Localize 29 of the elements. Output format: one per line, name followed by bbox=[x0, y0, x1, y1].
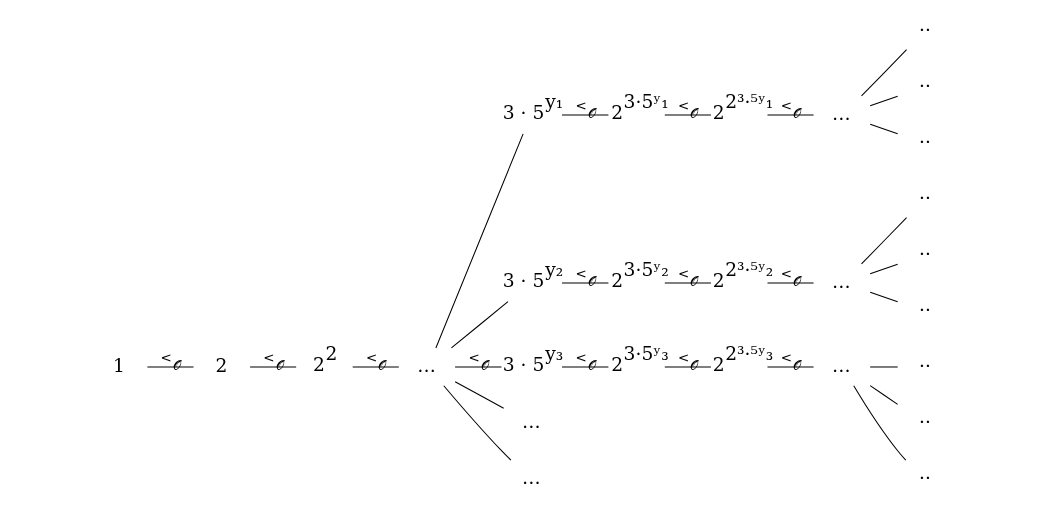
node-text: … bbox=[521, 410, 541, 432]
node-text: 2 bbox=[215, 354, 227, 376]
node-text: ·· bbox=[918, 74, 931, 96]
node-text: ·· bbox=[918, 186, 931, 208]
connector bbox=[450, 301, 508, 349]
node-text: … bbox=[831, 102, 851, 124]
connector bbox=[852, 385, 906, 461]
node-text: ·· bbox=[918, 242, 931, 264]
node-text: ·· bbox=[918, 130, 931, 152]
connector bbox=[860, 217, 907, 265]
node-text: ·· bbox=[918, 298, 931, 320]
connector bbox=[434, 133, 524, 349]
node-text: ·· bbox=[918, 410, 931, 432]
connector bbox=[454, 381, 504, 409]
node-text: … bbox=[831, 270, 851, 292]
node-text: ·· bbox=[918, 466, 931, 488]
node-text: ·· bbox=[918, 18, 931, 40]
connector bbox=[869, 123, 898, 135]
connector bbox=[860, 49, 907, 97]
node-text: ·· bbox=[918, 354, 931, 376]
connector bbox=[442, 385, 511, 461]
node-text: … bbox=[831, 354, 851, 376]
node-text: 1 bbox=[112, 354, 125, 376]
connector bbox=[869, 291, 898, 303]
connector bbox=[869, 95, 898, 107]
connector bbox=[869, 263, 898, 275]
node-text: … bbox=[521, 466, 541, 488]
node-text: … bbox=[416, 354, 436, 376]
connector bbox=[869, 385, 898, 405]
